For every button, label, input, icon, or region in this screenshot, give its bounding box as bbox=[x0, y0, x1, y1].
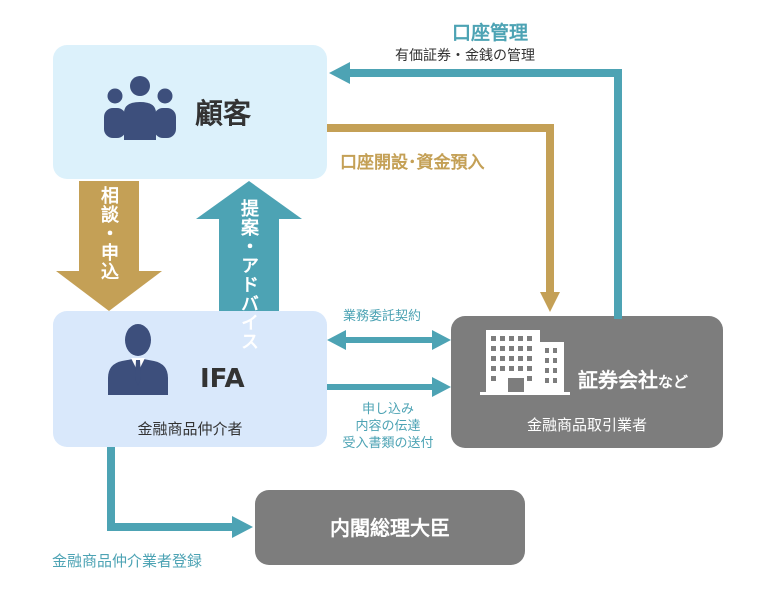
proposal-label: 提案・アドバイス bbox=[238, 199, 259, 351]
transmission-arrow bbox=[327, 377, 451, 397]
outsourcing-contract-label: 業務委託契約 bbox=[343, 309, 422, 324]
broker-suffix: など bbox=[658, 373, 689, 391]
account-management-title: 口座管理 bbox=[452, 22, 529, 44]
transmission-line-3: 受入書類の送付 bbox=[342, 436, 434, 451]
account-opening-label: 口座開設･資金預入 bbox=[340, 153, 485, 173]
broker-label-group: 証券会社など bbox=[578, 364, 688, 393]
people-icon bbox=[104, 76, 176, 140]
registration-arrow bbox=[107, 447, 253, 538]
proposal-arrow bbox=[196, 181, 302, 311]
transmission-line-2: 内容の伝達 bbox=[355, 419, 421, 434]
broker-label: 証券会社 bbox=[578, 368, 658, 392]
registration-label: 金融商品仲介業者登録 bbox=[52, 552, 203, 570]
customer-box bbox=[53, 45, 327, 179]
building-icon bbox=[480, 330, 570, 395]
ifa-label: IFA bbox=[200, 364, 245, 394]
ifa-box bbox=[53, 311, 327, 447]
account-management-arrow bbox=[329, 62, 622, 319]
minister-box bbox=[255, 490, 525, 565]
ifa-sub-label: 金融商品仲介者 bbox=[137, 420, 243, 438]
minister-label: 内閣総理大臣 bbox=[330, 516, 450, 540]
broker-sub-label: 金融商品取引業者 bbox=[526, 416, 647, 434]
consult-arrow bbox=[56, 181, 162, 311]
customer-label: 顧客 bbox=[195, 97, 252, 130]
transmission-line-1: 申し込み bbox=[361, 402, 414, 417]
account-opening-arrow bbox=[327, 124, 560, 312]
businessman-icon bbox=[108, 324, 168, 395]
transmission-labels: 申し込み 内容の伝達 受入書類の送付 bbox=[336, 401, 440, 452]
consult-label: 相談・申込 bbox=[98, 186, 119, 281]
contract-double-arrow bbox=[327, 330, 451, 350]
account-management-subtitle: 有価証券・金銭の管理 bbox=[395, 48, 535, 64]
